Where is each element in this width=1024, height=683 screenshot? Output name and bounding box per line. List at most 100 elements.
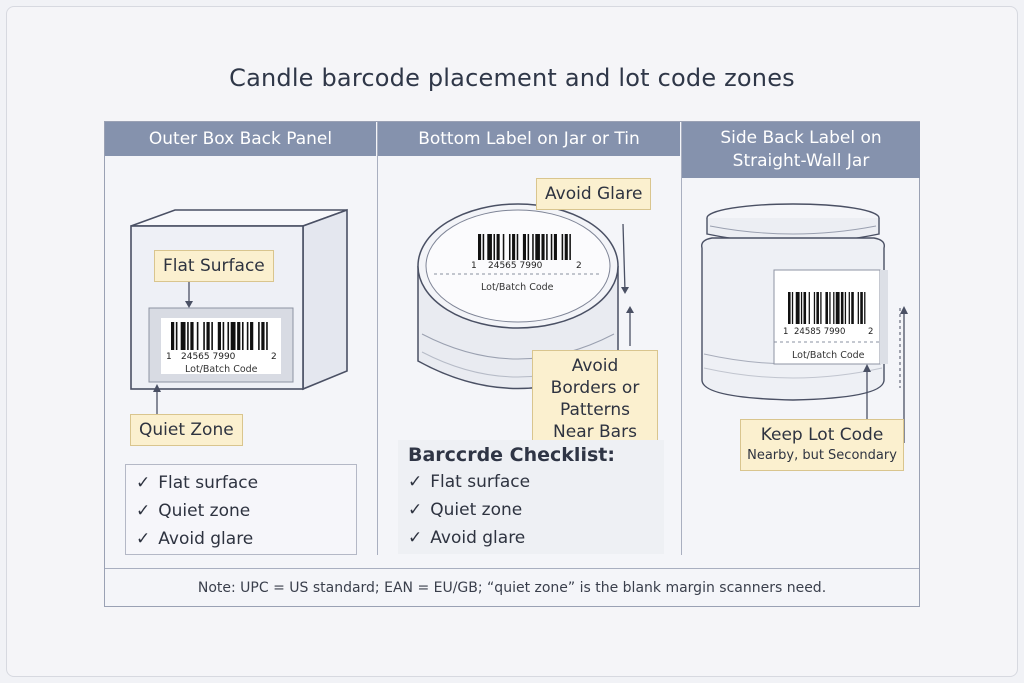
checklist-item: ✓Quiet zone <box>408 500 523 520</box>
barcode-bar <box>800 292 803 324</box>
check-icon: ✓ <box>136 473 151 493</box>
checklist-item: ✓Flat surface <box>408 472 531 492</box>
panel-header: Side Back Label on Straight-Wall Jar <box>682 122 920 178</box>
barcode-bar <box>561 234 564 260</box>
checklist-item: ✓Quiet zone <box>136 501 251 521</box>
barcode-bar <box>222 322 225 350</box>
barcode-bar <box>487 234 492 260</box>
barcode-digits: 24565 7990 <box>488 261 543 271</box>
callout-avoid-glare: Avoid Glare <box>536 178 652 210</box>
barcode-bar <box>857 292 859 324</box>
barcode-bar <box>493 234 496 260</box>
barcode-bar <box>246 322 249 350</box>
checklist-box: Barccrde Checklist: ✓Flat surface ✓Quiet… <box>398 440 664 554</box>
panel-bottom-label: Bottom Label on Jar or Tin 1 24565 7990 … <box>377 122 680 555</box>
checklist-item: ✓Avoid glare <box>136 529 254 549</box>
barcode-bar <box>553 234 557 260</box>
barcode-bar <box>237 322 241 350</box>
barcode-bar <box>502 234 505 260</box>
barcode-bar <box>250 322 254 350</box>
barcode-bar <box>266 322 268 350</box>
barcode-bar <box>230 322 236 350</box>
barcode-bar <box>203 322 205 350</box>
barcode-digit-right: 2 <box>271 352 277 362</box>
barcode-digit-left: 1 <box>166 352 172 362</box>
barcode-bar <box>840 292 844 324</box>
barcode-digit-left: 1 <box>471 261 477 271</box>
checklist-item: ✓Avoid glare <box>408 528 526 548</box>
panel-outer-box: Outer Box Back Panel 1 24565 7990 2 Lot/… <box>105 122 376 555</box>
barcode-bar <box>808 292 810 324</box>
barcode-bar <box>835 292 840 324</box>
barcode-bar <box>508 234 511 260</box>
barcode-bar <box>788 292 791 324</box>
panel-side-label: Side Back Label on Straight-Wall Jar 1 2… <box>681 122 920 555</box>
jar-side-illustration: 1 24585 7990 2 Lot/Batch Code <box>701 203 908 443</box>
barcode-bar <box>516 234 519 260</box>
barcode-bar <box>813 292 816 324</box>
barcode-bar <box>535 234 540 260</box>
callout-quiet-zone: Quiet Zone <box>130 414 243 446</box>
barcode-bar <box>527 234 530 260</box>
lot-batch-code: Lot/Batch Code <box>185 364 258 375</box>
barcode-bar <box>803 292 807 324</box>
barcode-bars <box>171 322 268 350</box>
barcode-digits: 24585 7990 <box>794 327 845 337</box>
barcode-bar <box>482 234 485 260</box>
barcode-bars <box>478 234 571 260</box>
check-icon: ✓ <box>408 472 423 492</box>
barcode-bar <box>833 292 835 324</box>
barcode-bars <box>788 292 866 324</box>
barcode-bar <box>851 292 854 324</box>
barcode-bar <box>550 234 553 260</box>
check-icon: ✓ <box>136 501 151 521</box>
panel-header: Outer Box Back Panel <box>105 122 376 156</box>
callout-flat-surface: Flat Surface <box>154 250 274 282</box>
lot-batch-code: Lot/Batch Code <box>792 350 865 361</box>
checklist-item: ✓Flat surface <box>136 473 259 493</box>
diagram-title: Candle barcode placement and lot code zo… <box>229 64 795 92</box>
barcode-digit-left: 1 <box>783 327 788 337</box>
barcode-bar <box>190 322 194 350</box>
lot-batch-code: Lot/Batch Code <box>481 282 554 293</box>
barcode-digits: 24565 7990 <box>181 352 236 362</box>
barcode-bar <box>227 322 230 350</box>
barcode-bar <box>569 234 571 260</box>
check-icon: ✓ <box>136 529 151 549</box>
barcode-bar <box>541 234 545 260</box>
barcode-bar <box>206 322 210 350</box>
barcode-bar <box>864 292 866 324</box>
panels-container: Outer Box Back Panel 1 24565 7990 2 Lot/… <box>104 121 920 607</box>
barcode-bar <box>564 234 568 260</box>
barcode-bar <box>546 234 548 260</box>
barcode-bar <box>522 234 526 260</box>
barcode-bar <box>171 322 175 350</box>
barcode-bar <box>512 234 516 260</box>
barcode-bar <box>211 322 213 350</box>
barcode-bar <box>860 292 863 324</box>
barcode-digit-right: 2 <box>576 261 582 271</box>
barcode-bar <box>532 234 534 260</box>
panel-header: Bottom Label on Jar or Tin <box>378 122 680 156</box>
barcode-bar <box>217 322 221 350</box>
footnote: Note: UPC = US standard; EAN = EU/GB; “q… <box>105 568 919 606</box>
barcode-bar <box>196 322 199 350</box>
callout-keep-lot-sub: Nearby, but Secondary <box>747 448 897 463</box>
barcode-bar <box>791 292 794 324</box>
barcode-bar <box>795 292 800 324</box>
barcode-bar <box>175 322 178 350</box>
barcode-bar <box>241 322 244 350</box>
callout-avoid-borders: Avoid Borders or Patterns Near Bars <box>532 350 658 448</box>
callout-keep-lot-title: Keep Lot Code <box>760 425 884 445</box>
barcode-bar <box>496 234 500 260</box>
barcode-bar <box>820 292 822 324</box>
barcode-bar <box>829 292 831 324</box>
barcode-bar <box>478 234 482 260</box>
barcode-bar <box>261 322 265 350</box>
barcode-bar <box>187 322 189 350</box>
barcode-bar <box>825 292 828 324</box>
barcode-bar <box>844 292 847 324</box>
checklist-title: Barccrde Checklist: <box>408 444 615 466</box>
callout-keep-lot-code: Keep Lot Code Nearby, but Secondary <box>740 419 904 471</box>
barcode-bar <box>816 292 819 324</box>
